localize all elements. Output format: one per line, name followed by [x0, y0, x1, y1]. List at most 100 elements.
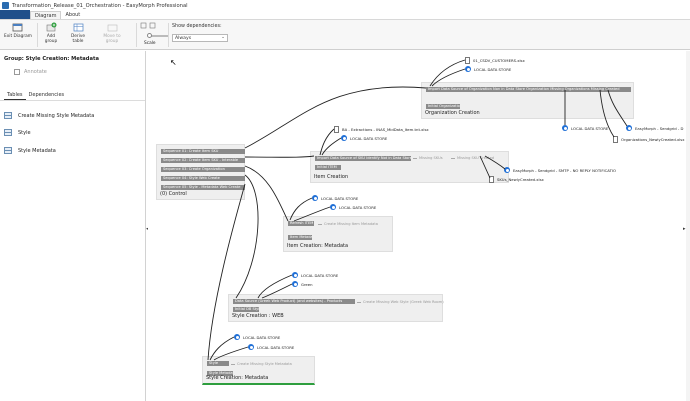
tab-tables[interactable]: Tables — [4, 91, 26, 100]
list-item[interactable]: Style — [4, 129, 31, 136]
node-org-out-store[interactable]: LOCAL DATA STORE — [562, 125, 608, 131]
show-dependencies-select[interactable]: Always ⌄ — [172, 34, 228, 42]
ribbon-separator — [168, 23, 169, 47]
derive-table-button[interactable]: Derive table — [69, 22, 87, 44]
action-sequence-02[interactable]: Sequence 02: Create Item SKU - Interable — [161, 158, 245, 163]
arrow-connector-icon — [451, 157, 455, 159]
annotate-icon — [14, 69, 20, 75]
database-icon — [248, 344, 254, 350]
node-item-source-file[interactable]: BA - Extractions - INAS_MidData_Item.tnt… — [334, 126, 429, 133]
node-item-sendgrid[interactable]: EasyMorph - Sendgrid - SMTP - NO REPLY N… — [504, 167, 616, 173]
arrow-connector-icon — [231, 363, 235, 365]
action-sequence-03[interactable]: Sequence 03: Create Organization — [161, 167, 245, 172]
arrow-connector-icon — [413, 157, 417, 159]
node-org-source-file[interactable]: 01_CSDV_CUSTOMERS.xlsx — [465, 57, 525, 64]
database-icon — [626, 125, 632, 131]
annotate-button[interactable]: Annotate — [14, 69, 47, 75]
database-icon — [234, 334, 240, 340]
table-icon — [4, 112, 12, 119]
node-item-data-store[interactable]: LOCAL DATA STORE — [341, 135, 387, 141]
group-title: Style Creation: Metadata — [206, 375, 269, 381]
node-stylemeta-store-2[interactable]: LOCAL DATA STORE — [248, 344, 294, 350]
group-organization-creation[interactable]: Import Data Source of Organization Non i… — [421, 82, 634, 119]
list-item[interactable]: Create Missing Style Metadata — [4, 112, 94, 119]
database-icon — [562, 125, 568, 131]
action-sequence-04[interactable]: Sequence 04: Style Web Create — [161, 176, 245, 181]
group-style-creation-web[interactable]: Data Source (Greek Web Product) (and web… — [228, 294, 444, 322]
group-title: Item Creation: Metadata — [287, 243, 349, 249]
database-icon — [292, 281, 298, 287]
ribbon-toolbar: Exit Diagram Add group Derive table Move… — [0, 20, 690, 50]
action-item-metadata[interactable]: Item Metadata — [288, 235, 312, 240]
tab-diagram[interactable]: Diagram — [30, 11, 62, 19]
node-item-out-file[interactable]: SKUs_NewlyCreated.xlsx — [489, 176, 544, 183]
action-initial-item[interactable]: Initial ITEM — [315, 165, 341, 170]
action-sequence-01[interactable]: Sequence 01: Create Item SKU — [161, 149, 245, 154]
database-icon — [504, 167, 510, 173]
action-import-sku[interactable]: Import Data Source of SKU Identify Not i… — [315, 156, 411, 161]
action-initial-organization[interactable]: Initial Organization — [426, 104, 460, 109]
database-icon — [292, 272, 298, 278]
faded-create-missing-web-style: Create Missing Web Style (Greek Web Room… — [357, 300, 444, 304]
node-org-out-file[interactable]: Organizations_NewlyCreated.xlsx — [613, 136, 685, 143]
node-itemmeta-store-1[interactable]: LOCAL DATA STORE — [312, 195, 358, 201]
menu-bar: Diagram About — [0, 10, 690, 20]
group-control[interactable]: Sequence 01: Create Item SKU Sequence 02… — [156, 144, 245, 200]
scale-slider-handle[interactable] — [147, 33, 152, 38]
node-itemmeta-store-2[interactable]: LOCAL DATA STORE — [330, 204, 376, 210]
group-item-creation-metadata[interactable]: Refresh ITEM Create Missing Item Metadat… — [283, 216, 393, 252]
action-initial-db-style[interactable]: Initial DB Style — [233, 307, 259, 312]
collapse-right-arrow-icon[interactable]: ▸ — [683, 226, 686, 232]
move-to-group-button[interactable]: Move to group — [101, 22, 123, 44]
action-data-source-web[interactable]: Data Source (Greek Web Product) (and web… — [233, 299, 355, 304]
derive-table-icon — [73, 22, 84, 33]
collapse-left-arrow-icon[interactable]: ◂ — [146, 226, 149, 232]
tab-about[interactable]: About — [65, 12, 81, 18]
file-icon — [465, 57, 470, 64]
node-org-data-store[interactable]: LOCAL DATA STORE — [465, 66, 511, 72]
group-title: Style Creation : WEB — [232, 313, 284, 319]
database-icon — [341, 135, 347, 141]
node-org-sendgrid[interactable]: EasyMorph - Sendgrid - D — [626, 125, 683, 131]
database-icon — [465, 66, 471, 72]
group-item-creation[interactable]: Import Data Source of SKU Identify Not i… — [310, 151, 509, 183]
add-group-button[interactable]: Add group — [43, 22, 59, 44]
list-item[interactable]: Style Metadata — [4, 147, 56, 154]
right-panel-edge — [686, 51, 690, 401]
database-icon — [330, 204, 336, 210]
arrow-connector-icon — [318, 223, 322, 225]
action-sequence-05[interactable]: Sequence 05: Style - Metadata Web Create — [161, 185, 245, 190]
app-logo-icon — [2, 2, 9, 9]
exit-diagram-icon — [12, 22, 23, 33]
group-style-creation-metadata[interactable]: Style Create Missing Style Metadata Styl… — [202, 356, 315, 385]
group-title: Group: Style Creation: Metadata — [4, 56, 100, 62]
group-title: Item Creation — [314, 174, 349, 180]
group-title: Organization Creation — [425, 110, 480, 116]
faded-create-missing-item-metadata: Create Missing Item Metadata — [318, 222, 378, 226]
file-icon — [613, 136, 618, 143]
file-menu-button[interactable] — [0, 10, 30, 19]
exit-diagram-button[interactable]: Exit Diagram — [4, 22, 32, 39]
pane-divider — [0, 100, 145, 101]
action-style-metadata[interactable]: Style Metadata — [207, 371, 233, 376]
properties-pane: Group: Style Creation: Metadata Annotate… — [0, 51, 146, 401]
action-refresh-item[interactable]: Refresh ITEM — [288, 221, 314, 226]
scale-label: Scale — [144, 41, 156, 46]
chevron-down-icon: ⌄ — [221, 35, 225, 40]
ribbon-separator — [136, 23, 137, 47]
node-styleweb-green[interactable]: Green — [292, 281, 313, 287]
scale-slider-track[interactable] — [148, 35, 168, 37]
move-to-group-icon — [107, 22, 118, 33]
title-bar: Transformation_Release_01_Orchestration … — [0, 0, 690, 11]
node-stylemeta-store-1[interactable]: LOCAL DATA STORE — [234, 334, 280, 340]
pane-tabs: Tables Dependencies — [4, 91, 67, 100]
faded-create-missing-style-metadata: Create Missing Style Metadata — [231, 362, 292, 366]
action-style[interactable]: Style — [207, 361, 229, 366]
tab-dependencies[interactable]: Dependencies — [28, 92, 65, 98]
action-import-organization[interactable]: Import Data Source of Organization Non i… — [426, 87, 631, 92]
table-icon — [4, 129, 12, 136]
ribbon-separator — [37, 23, 38, 47]
node-styleweb-store[interactable]: LOCAL DATA STORE — [292, 272, 338, 278]
window-title: Transformation_Release_01_Orchestration … — [12, 2, 188, 9]
